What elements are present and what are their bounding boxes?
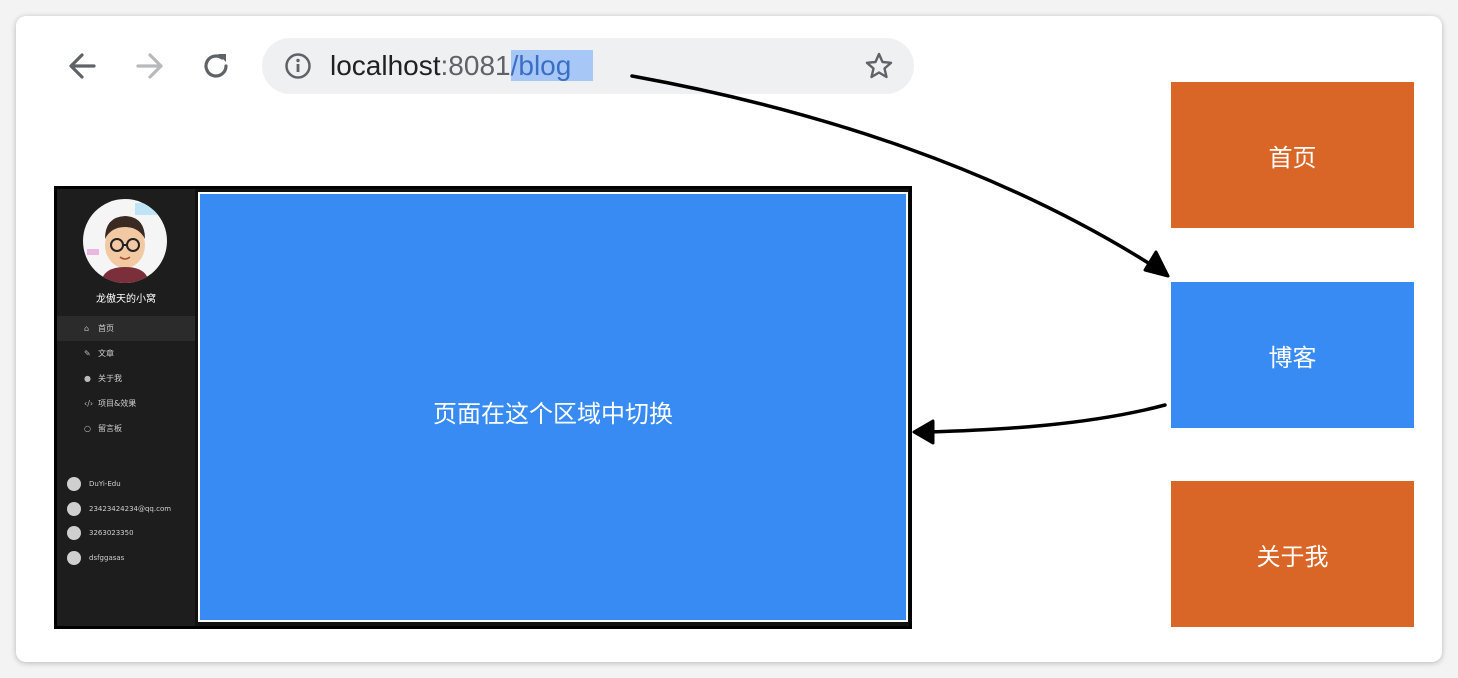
router-view-area: 页面在这个区域中切换 (198, 192, 908, 622)
menu-item-label: 留言板 (98, 424, 122, 433)
menu-item-messages[interactable]: ○ 留言板 (57, 416, 195, 441)
route-box-blog: 博客 (1171, 282, 1414, 428)
url-port: :8081 (440, 50, 511, 81)
reload-icon[interactable] (196, 46, 236, 86)
route-label: 关于我 (1256, 542, 1329, 571)
avatar (83, 199, 167, 283)
qq-icon (67, 526, 81, 540)
wechat-icon (67, 551, 81, 565)
info-icon[interactable] (284, 52, 312, 80)
menu-item-label: 项目&效果 (98, 399, 137, 408)
code-icon: ‹/› (84, 399, 94, 408)
contact-label: 23423424234@qq.com (89, 505, 172, 513)
url-host: localhost (330, 50, 441, 81)
url-text[interactable]: localhost:8081/blog (330, 49, 594, 83)
home-icon: ⌂ (84, 324, 90, 333)
menu-item-about[interactable]: ● 关于我 (57, 366, 195, 391)
menu-item-home[interactable]: ⌂ 首页 (57, 316, 195, 341)
avatar-illustration (87, 203, 163, 283)
route-box-home: 首页 (1171, 82, 1414, 228)
sidebar: 龙傲天的小窝 ⌂ 首页 ✎ 文章 ● 关于我 ‹/› 项目&效果 ○ 留言板 D… (57, 189, 195, 626)
app-window: 龙傲天的小窝 ⌂ 首页 ✎ 文章 ● 关于我 ‹/› 项目&效果 ○ 留言板 D… (54, 186, 912, 629)
route-label: 首页 (1268, 143, 1317, 172)
back-arrow-icon[interactable] (64, 46, 104, 86)
site-name: 龙傲天的小窝 (96, 294, 156, 305)
menu-item-label: 关于我 (98, 374, 122, 383)
blog-icon: ✎ (84, 349, 91, 358)
menu-item-blog[interactable]: ✎ 文章 (57, 341, 195, 366)
router-view-label: 页面在这个区域中切换 (433, 400, 673, 428)
about-icon: ● (84, 374, 91, 383)
github-icon (67, 477, 81, 491)
contact-label: DuYi-Edu (89, 480, 121, 488)
bookmark-star-icon[interactable] (864, 51, 894, 81)
menu-item-label: 首页 (98, 324, 114, 333)
route-box-about: 关于我 (1171, 481, 1414, 627)
menu-item-label: 文章 (98, 349, 114, 358)
url-path-highlight: /blog (510, 50, 594, 81)
chat-icon: ○ (84, 424, 91, 433)
menu-item-projects[interactable]: ‹/› 项目&效果 (57, 391, 195, 416)
contact-label: dsfggasas (89, 554, 125, 562)
contact-label: 3263023350 (89, 529, 134, 537)
route-label: 博客 (1268, 343, 1317, 372)
address-bar[interactable]: localhost:8081/blog (262, 38, 914, 94)
mail-icon (67, 502, 81, 516)
forward-arrow-icon[interactable] (130, 46, 170, 86)
